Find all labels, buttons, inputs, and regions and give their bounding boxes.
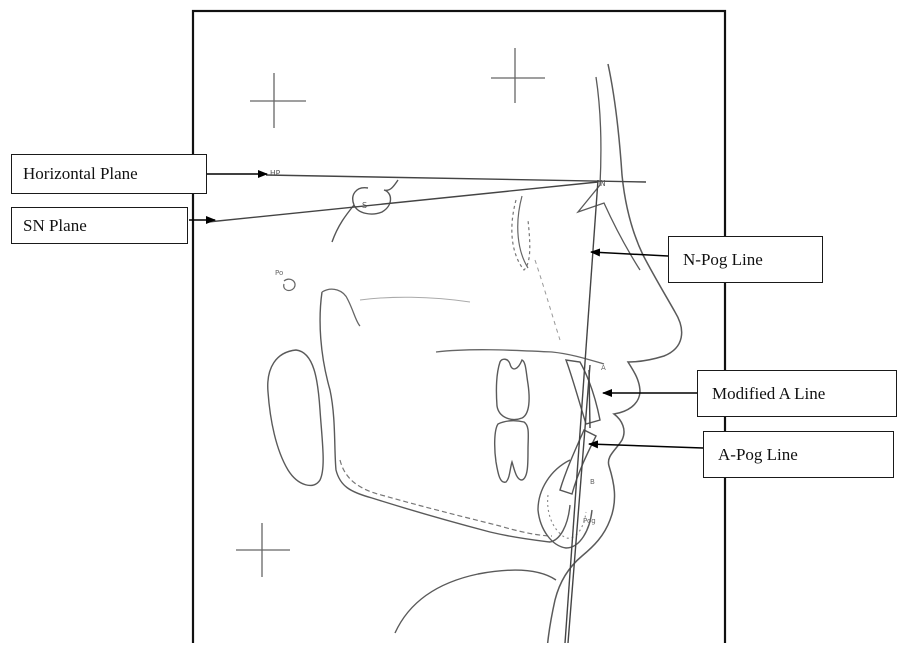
annotation-arrows (189, 170, 704, 449)
orbit-outline (511, 199, 531, 271)
horizontal-plane-label: Horizontal Plane (11, 154, 207, 194)
mandible-outline (319, 291, 571, 543)
upper-incisor (564, 359, 601, 425)
reference-lines (207, 174, 647, 644)
symphysis-dotted (547, 494, 587, 539)
posterior-skull-outline (267, 349, 324, 487)
a-pog-line-arrow (588, 440, 704, 449)
tracing-frame (191, 9, 727, 648)
soft-tissue-profile (546, 63, 683, 648)
b-point-label: B (590, 478, 595, 486)
pogonion-label: Pog (583, 517, 596, 525)
modified-a-line-label: Modified A Line (697, 370, 897, 417)
palatal-plane (435, 349, 605, 365)
sella-turcica (331, 179, 399, 243)
coronoid-notch (321, 288, 361, 327)
hp-label: HP (270, 169, 281, 178)
sn-plane-line (207, 181, 599, 223)
n-pog-line-label: N-Pog Line (668, 236, 823, 283)
porion-mark: Po (275, 269, 283, 277)
mandible-outline-dashed (339, 459, 553, 537)
lower-molar (493, 419, 530, 483)
porion-outline (283, 278, 296, 292)
orbit-outline-solid (517, 195, 529, 269)
sn-plane-label: SN Plane (11, 207, 188, 244)
upper-molar (495, 358, 530, 421)
frontal-bone-outline (576, 76, 641, 271)
a-point-label: A (601, 364, 606, 372)
n-pog-line-arrow (590, 248, 669, 257)
symphysis-outline (537, 459, 593, 549)
a-pog-line-label: A-Pog Line (703, 431, 894, 478)
nasion-label: N (600, 179, 606, 188)
modified-a-line (588, 369, 591, 429)
throat-line (394, 569, 557, 634)
n-pog-line (564, 179, 599, 644)
a-pog-line (567, 364, 591, 644)
horizontal-plane-line (265, 174, 647, 183)
sigmoid-hint (359, 296, 471, 303)
nasal-floor-dash (534, 259, 561, 341)
registration-crosses (236, 48, 545, 577)
